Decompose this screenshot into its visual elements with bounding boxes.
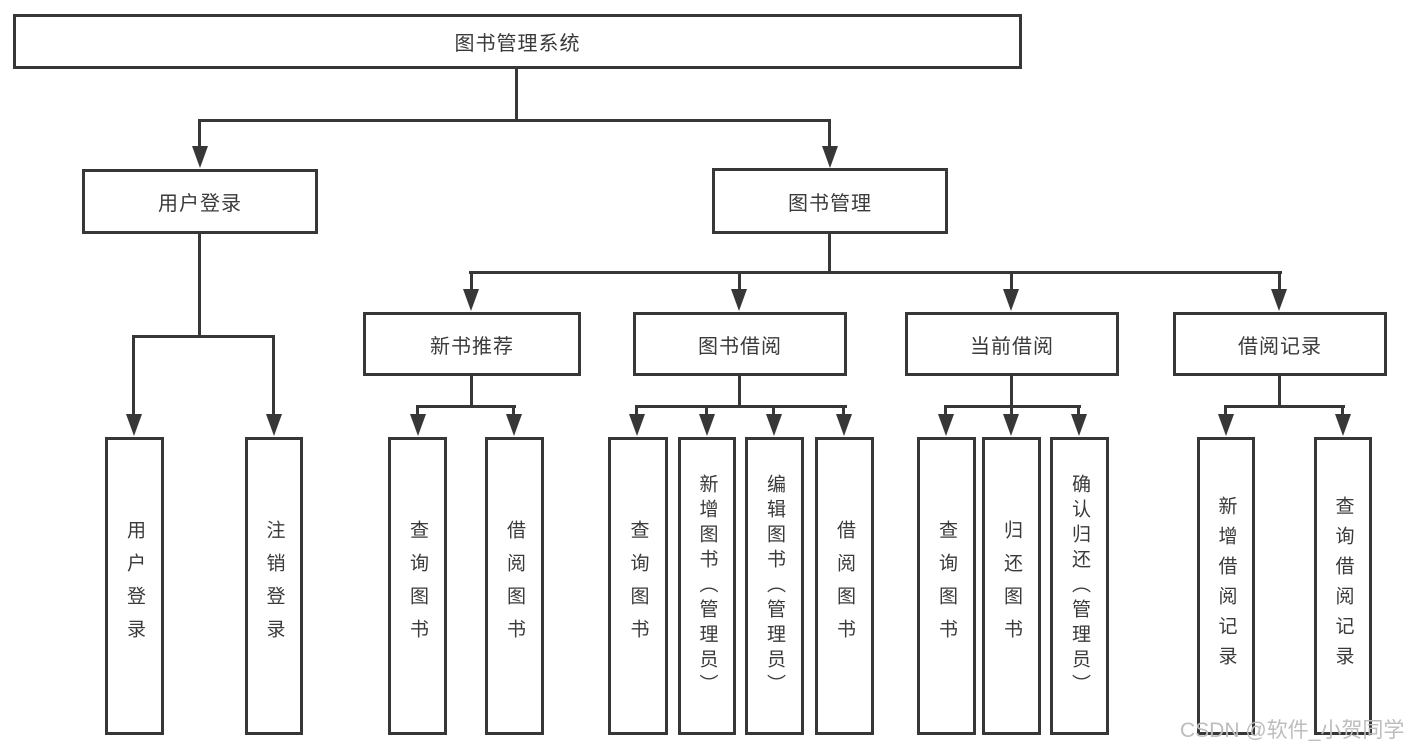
connector-line bbox=[772, 405, 775, 418]
leaf-br-query-record-label: 查询借阅记录 bbox=[1332, 496, 1354, 676]
leaf-logout: 注销登录 bbox=[245, 437, 303, 735]
connector-line bbox=[1010, 271, 1013, 295]
leaf-cb-query-books: 查询图书 bbox=[917, 437, 976, 735]
leaf-bb-edit-books-admin-label: 编辑图书（管理员） bbox=[764, 473, 785, 699]
connector-arrow-icon bbox=[192, 146, 208, 168]
connector-line bbox=[1341, 405, 1344, 418]
connector-arrow-icon bbox=[1003, 414, 1019, 436]
connector-line bbox=[512, 405, 515, 418]
connector-arrow-icon bbox=[1071, 414, 1087, 436]
leaf-cb-confirm-return-admin: 确认归还（管理员） bbox=[1050, 437, 1109, 735]
node-root-label: 图书管理系统 bbox=[454, 33, 581, 55]
connector-line bbox=[469, 271, 1282, 274]
connector-line bbox=[705, 405, 708, 418]
node-user-login: 用户登录 bbox=[82, 169, 318, 234]
connector-arrow-icon bbox=[629, 414, 645, 436]
connector-arrow-icon bbox=[731, 289, 747, 311]
leaf-logout-label: 注销登录 bbox=[263, 520, 285, 652]
connector-arrow-icon bbox=[1218, 414, 1234, 436]
connector-arrow-icon bbox=[1335, 414, 1351, 436]
connector-arrow-icon bbox=[506, 414, 522, 436]
connector-line bbox=[828, 119, 831, 150]
connector-line bbox=[1224, 405, 1345, 408]
leaf-nb-borrow-books: 借阅图书 bbox=[485, 437, 544, 735]
node-user-login-label: 用户登录 bbox=[158, 193, 242, 215]
connector-line bbox=[738, 375, 741, 407]
connector-arrow-icon bbox=[410, 414, 426, 436]
connector-line bbox=[944, 405, 947, 418]
connector-line bbox=[635, 405, 847, 408]
connector-line bbox=[1224, 405, 1227, 418]
leaf-nb-query-books: 查询图书 bbox=[388, 437, 447, 735]
connector-line bbox=[470, 375, 473, 407]
leaf-cb-confirm-return-admin-label: 确认归还（管理员） bbox=[1069, 473, 1090, 699]
leaf-cb-return-books-label: 归还图书 bbox=[1001, 520, 1022, 652]
connector-line bbox=[1010, 375, 1013, 407]
node-book-management: 图书管理 bbox=[712, 168, 948, 234]
node-borrowing-records-label: 借阅记录 bbox=[1238, 335, 1322, 358]
leaf-user-login: 用户登录 bbox=[105, 437, 164, 735]
leaf-bb-edit-books-admin: 编辑图书（管理员） bbox=[745, 437, 804, 735]
leaf-br-add-record: 新增借阅记录 bbox=[1197, 437, 1255, 735]
connector-line bbox=[416, 405, 419, 418]
connector-arrow-icon bbox=[836, 414, 852, 436]
connector-arrow-icon bbox=[126, 414, 142, 436]
connector-line bbox=[738, 271, 741, 295]
connector-line bbox=[1077, 405, 1080, 418]
leaf-bb-add-books-admin: 新增图书（管理员） bbox=[678, 437, 736, 735]
leaf-bb-query-books-label: 查询图书 bbox=[627, 520, 649, 652]
connector-arrow-icon bbox=[822, 146, 838, 168]
leaf-cb-return-books: 归还图书 bbox=[982, 437, 1041, 735]
leaf-br-add-record-label: 新增借阅记录 bbox=[1215, 496, 1237, 676]
leaf-bb-borrow-books: 借阅图书 bbox=[815, 437, 874, 735]
node-new-book-recommendation-label: 新书推荐 bbox=[430, 335, 514, 358]
node-book-borrowing: 图书借阅 bbox=[633, 312, 847, 376]
leaf-nb-borrow-books-label: 借阅图书 bbox=[504, 520, 525, 652]
connector-arrow-icon bbox=[463, 289, 479, 311]
node-new-book-recommendation: 新书推荐 bbox=[363, 312, 581, 376]
connector-line bbox=[198, 119, 201, 150]
connector-line bbox=[272, 335, 275, 420]
leaf-cb-query-books-label: 查询图书 bbox=[936, 520, 957, 652]
node-current-borrowing: 当前借阅 bbox=[905, 312, 1119, 376]
connector-line bbox=[842, 405, 845, 418]
node-root: 图书管理系统 bbox=[13, 14, 1022, 69]
connector-arrow-icon bbox=[1003, 289, 1019, 311]
connector-arrow-icon bbox=[938, 414, 954, 436]
connector-line bbox=[132, 335, 135, 420]
connector-line bbox=[515, 68, 518, 121]
leaf-bb-add-books-admin-label: 新增图书（管理员） bbox=[696, 473, 718, 699]
connector-arrow-icon bbox=[766, 414, 782, 436]
connector-line bbox=[1010, 405, 1013, 418]
leaf-nb-query-books-label: 查询图书 bbox=[407, 520, 428, 652]
connector-line bbox=[635, 405, 638, 418]
connector-arrow-icon bbox=[699, 414, 715, 436]
node-borrowing-records: 借阅记录 bbox=[1173, 312, 1387, 376]
watermark: CSDN @软件_小贺同学 bbox=[1180, 719, 1405, 742]
leaf-bb-query-books: 查询图书 bbox=[608, 437, 668, 735]
node-book-management-label: 图书管理 bbox=[788, 192, 872, 215]
leaf-br-query-record: 查询借阅记录 bbox=[1314, 437, 1372, 735]
connector-line bbox=[828, 233, 831, 273]
connector-line bbox=[1278, 375, 1281, 407]
leaf-user-login-label: 用户登录 bbox=[124, 520, 145, 652]
connector-arrow-icon bbox=[1271, 289, 1287, 311]
connector-line bbox=[1278, 271, 1281, 295]
connector-line bbox=[470, 271, 473, 295]
node-current-borrowing-label: 当前借阅 bbox=[970, 335, 1054, 358]
connector-arrow-icon bbox=[266, 414, 282, 436]
connector-line bbox=[132, 335, 275, 338]
connector-line bbox=[416, 405, 516, 408]
node-book-borrowing-label: 图书借阅 bbox=[698, 335, 782, 358]
connector-line bbox=[198, 119, 831, 122]
connector-line bbox=[198, 233, 201, 337]
leaf-bb-borrow-books-label: 借阅图书 bbox=[834, 520, 855, 652]
